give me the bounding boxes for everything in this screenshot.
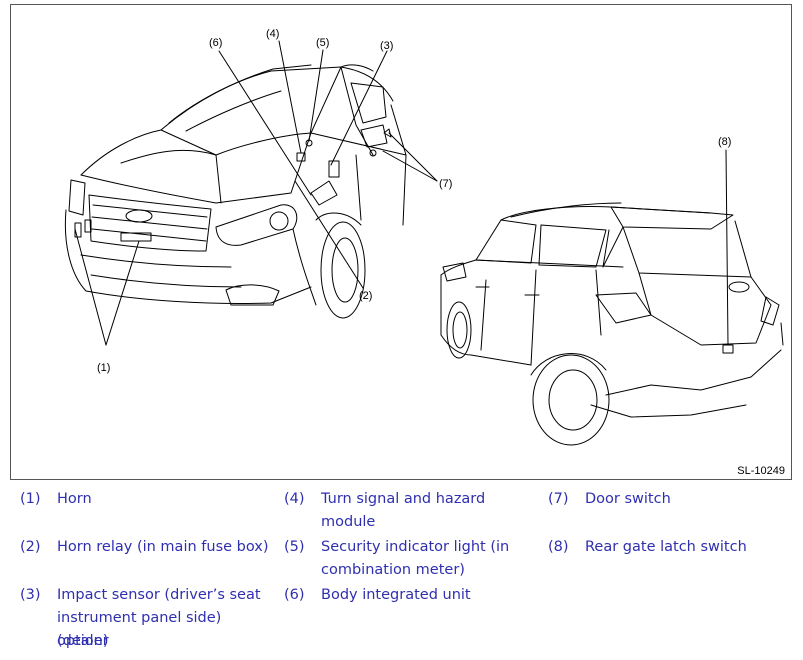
legend-label-line-2: combination meter) xyxy=(321,562,465,578)
legend-label: Rear gate latch switch xyxy=(585,539,747,555)
legend-number: (1) xyxy=(20,491,41,507)
callout-1: (1) xyxy=(97,362,110,374)
legend-label-line-1: Security indicator light (in xyxy=(321,539,510,555)
callout-2: (2) xyxy=(359,290,372,302)
legend-number: (4) xyxy=(284,491,305,507)
legend-label-line-3: option) xyxy=(57,633,109,649)
legend-label: Body integrated unit xyxy=(321,587,471,603)
rear-vehicle-drawing xyxy=(440,202,784,446)
legend-number: (5) xyxy=(284,539,305,555)
callout-6: (6) xyxy=(209,37,222,49)
callout-7: (7) xyxy=(439,178,452,190)
callout-4: (4) xyxy=(266,28,279,40)
legend-label-line-1: Turn signal and hazard xyxy=(321,491,486,507)
front-vehicle-drawing xyxy=(64,64,407,319)
legend-number: (7) xyxy=(548,491,569,507)
leader-lines xyxy=(74,40,729,346)
legend-number: (6) xyxy=(284,587,305,603)
vehicle-line-drawing: (1) (2) (3) (4) (5) (6) (7) (8) xyxy=(64,28,784,446)
callout-3: (3) xyxy=(380,40,393,52)
legend-label-line-2: module xyxy=(321,514,376,530)
callout-8: (8) xyxy=(718,136,731,148)
figure-id-label: SL-10249 xyxy=(737,465,785,477)
component-location-figure: (1) (2) (3) (4) (5) (6) (7) (8) SL-10249 xyxy=(10,4,792,480)
callout-5: (5) xyxy=(316,37,329,49)
legend-number: (3) xyxy=(20,587,41,603)
legend-number: (8) xyxy=(548,539,569,555)
legend-number: (2) xyxy=(20,539,41,555)
legend-label-line-1: Impact sensor (driver’s seat xyxy=(57,587,261,603)
legend-label: Horn xyxy=(57,491,92,507)
legend-label: Horn relay (in main fuse box) xyxy=(57,539,269,555)
legend-label: Door switch xyxy=(585,491,671,507)
legend-label-line-2: instrument panel side) (dealer xyxy=(57,610,222,649)
